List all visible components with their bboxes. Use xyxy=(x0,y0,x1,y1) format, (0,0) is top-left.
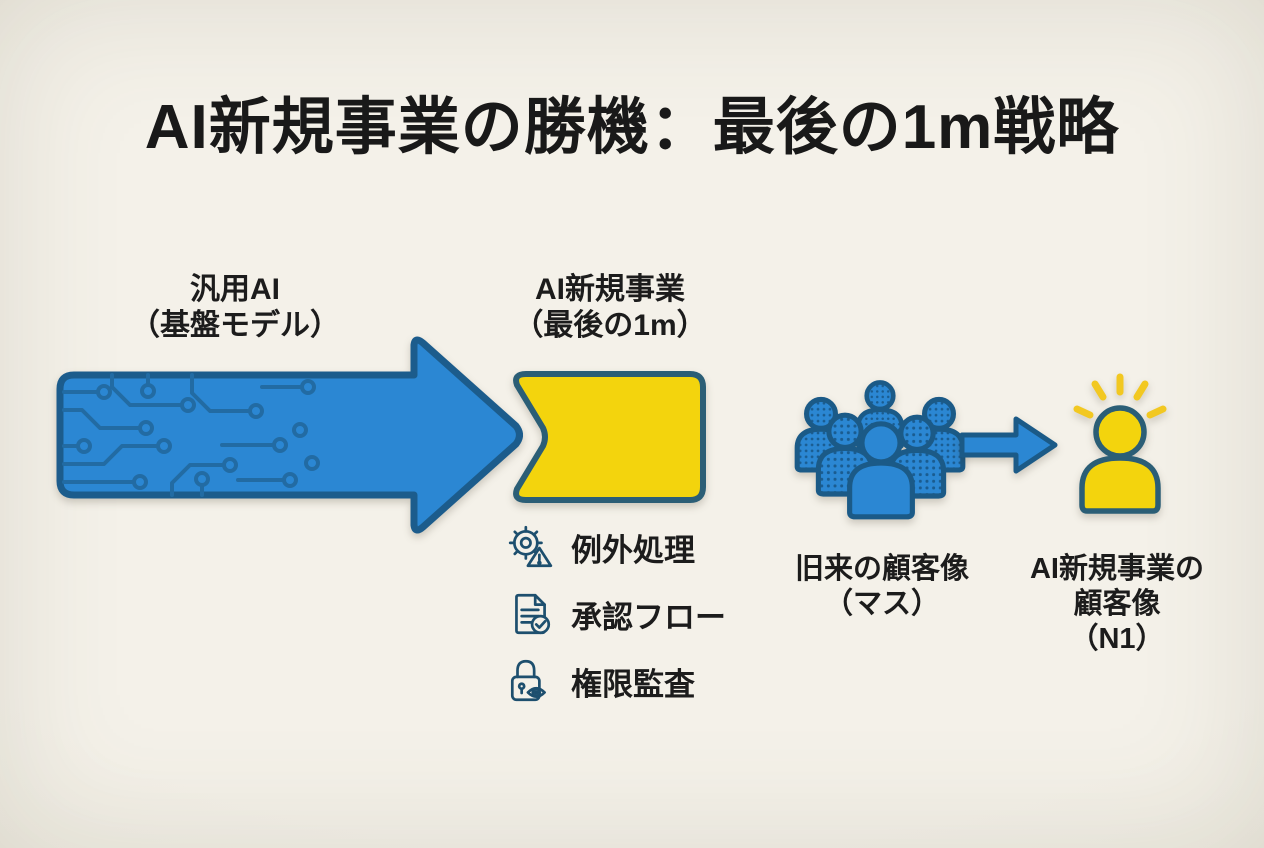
source-label-line1: 汎用AI xyxy=(190,273,280,306)
mass-label-line1: 旧来の顧客像 xyxy=(794,553,969,585)
source-label: 汎用AI （基盤モデル） xyxy=(90,272,380,344)
target-label-line2: （最後の1m） xyxy=(513,309,707,342)
feature-label: 権限監査 xyxy=(571,666,695,702)
n1-label-line1: AI新規事業の xyxy=(1029,553,1204,585)
lock-eye-icon xyxy=(510,659,546,702)
gear-warning-icon xyxy=(508,525,553,568)
mass-label-line2: （マス） xyxy=(823,587,940,620)
mass-customers-label: 旧来の顧客像 （マス） xyxy=(772,552,992,622)
governance-feature-list: 例外処理 承認フロー 権限監査 xyxy=(505,522,765,723)
circuit-pattern-icon xyxy=(62,373,320,497)
sparkle-rays-icon xyxy=(1073,373,1167,419)
target-label: AI新規事業 （最後の1m） xyxy=(470,272,750,344)
feature-label: 承認フロー xyxy=(571,599,726,635)
page-title: AI新規事業の勝機：最後の1m戦略 xyxy=(144,93,1120,162)
mass-to-n1-arrow xyxy=(959,416,1058,474)
document-check-icon xyxy=(515,593,551,635)
n1-customer-label: AI新規事業の 顧客像 （N1） xyxy=(1012,552,1222,656)
feature-label: 例外処理 xyxy=(571,532,695,568)
foundation-ai-arrow xyxy=(56,336,523,534)
target-label-line1: AI新規事業 xyxy=(535,273,685,306)
feature-row-permission-audit: 権限監査 xyxy=(505,656,765,706)
last-1m-box xyxy=(513,371,706,503)
feature-row-exception-handling: 例外処理 xyxy=(505,522,765,572)
n1-label-line2: 顧客像 xyxy=(1073,587,1161,620)
mass-customers-icon xyxy=(783,372,981,522)
feature-row-approval-flow: 承認フロー xyxy=(505,589,765,639)
n1-label-line3: （N1） xyxy=(1069,622,1165,655)
n1-customer-icon xyxy=(1073,373,1167,514)
source-label-line2: （基盤モデル） xyxy=(130,309,340,342)
